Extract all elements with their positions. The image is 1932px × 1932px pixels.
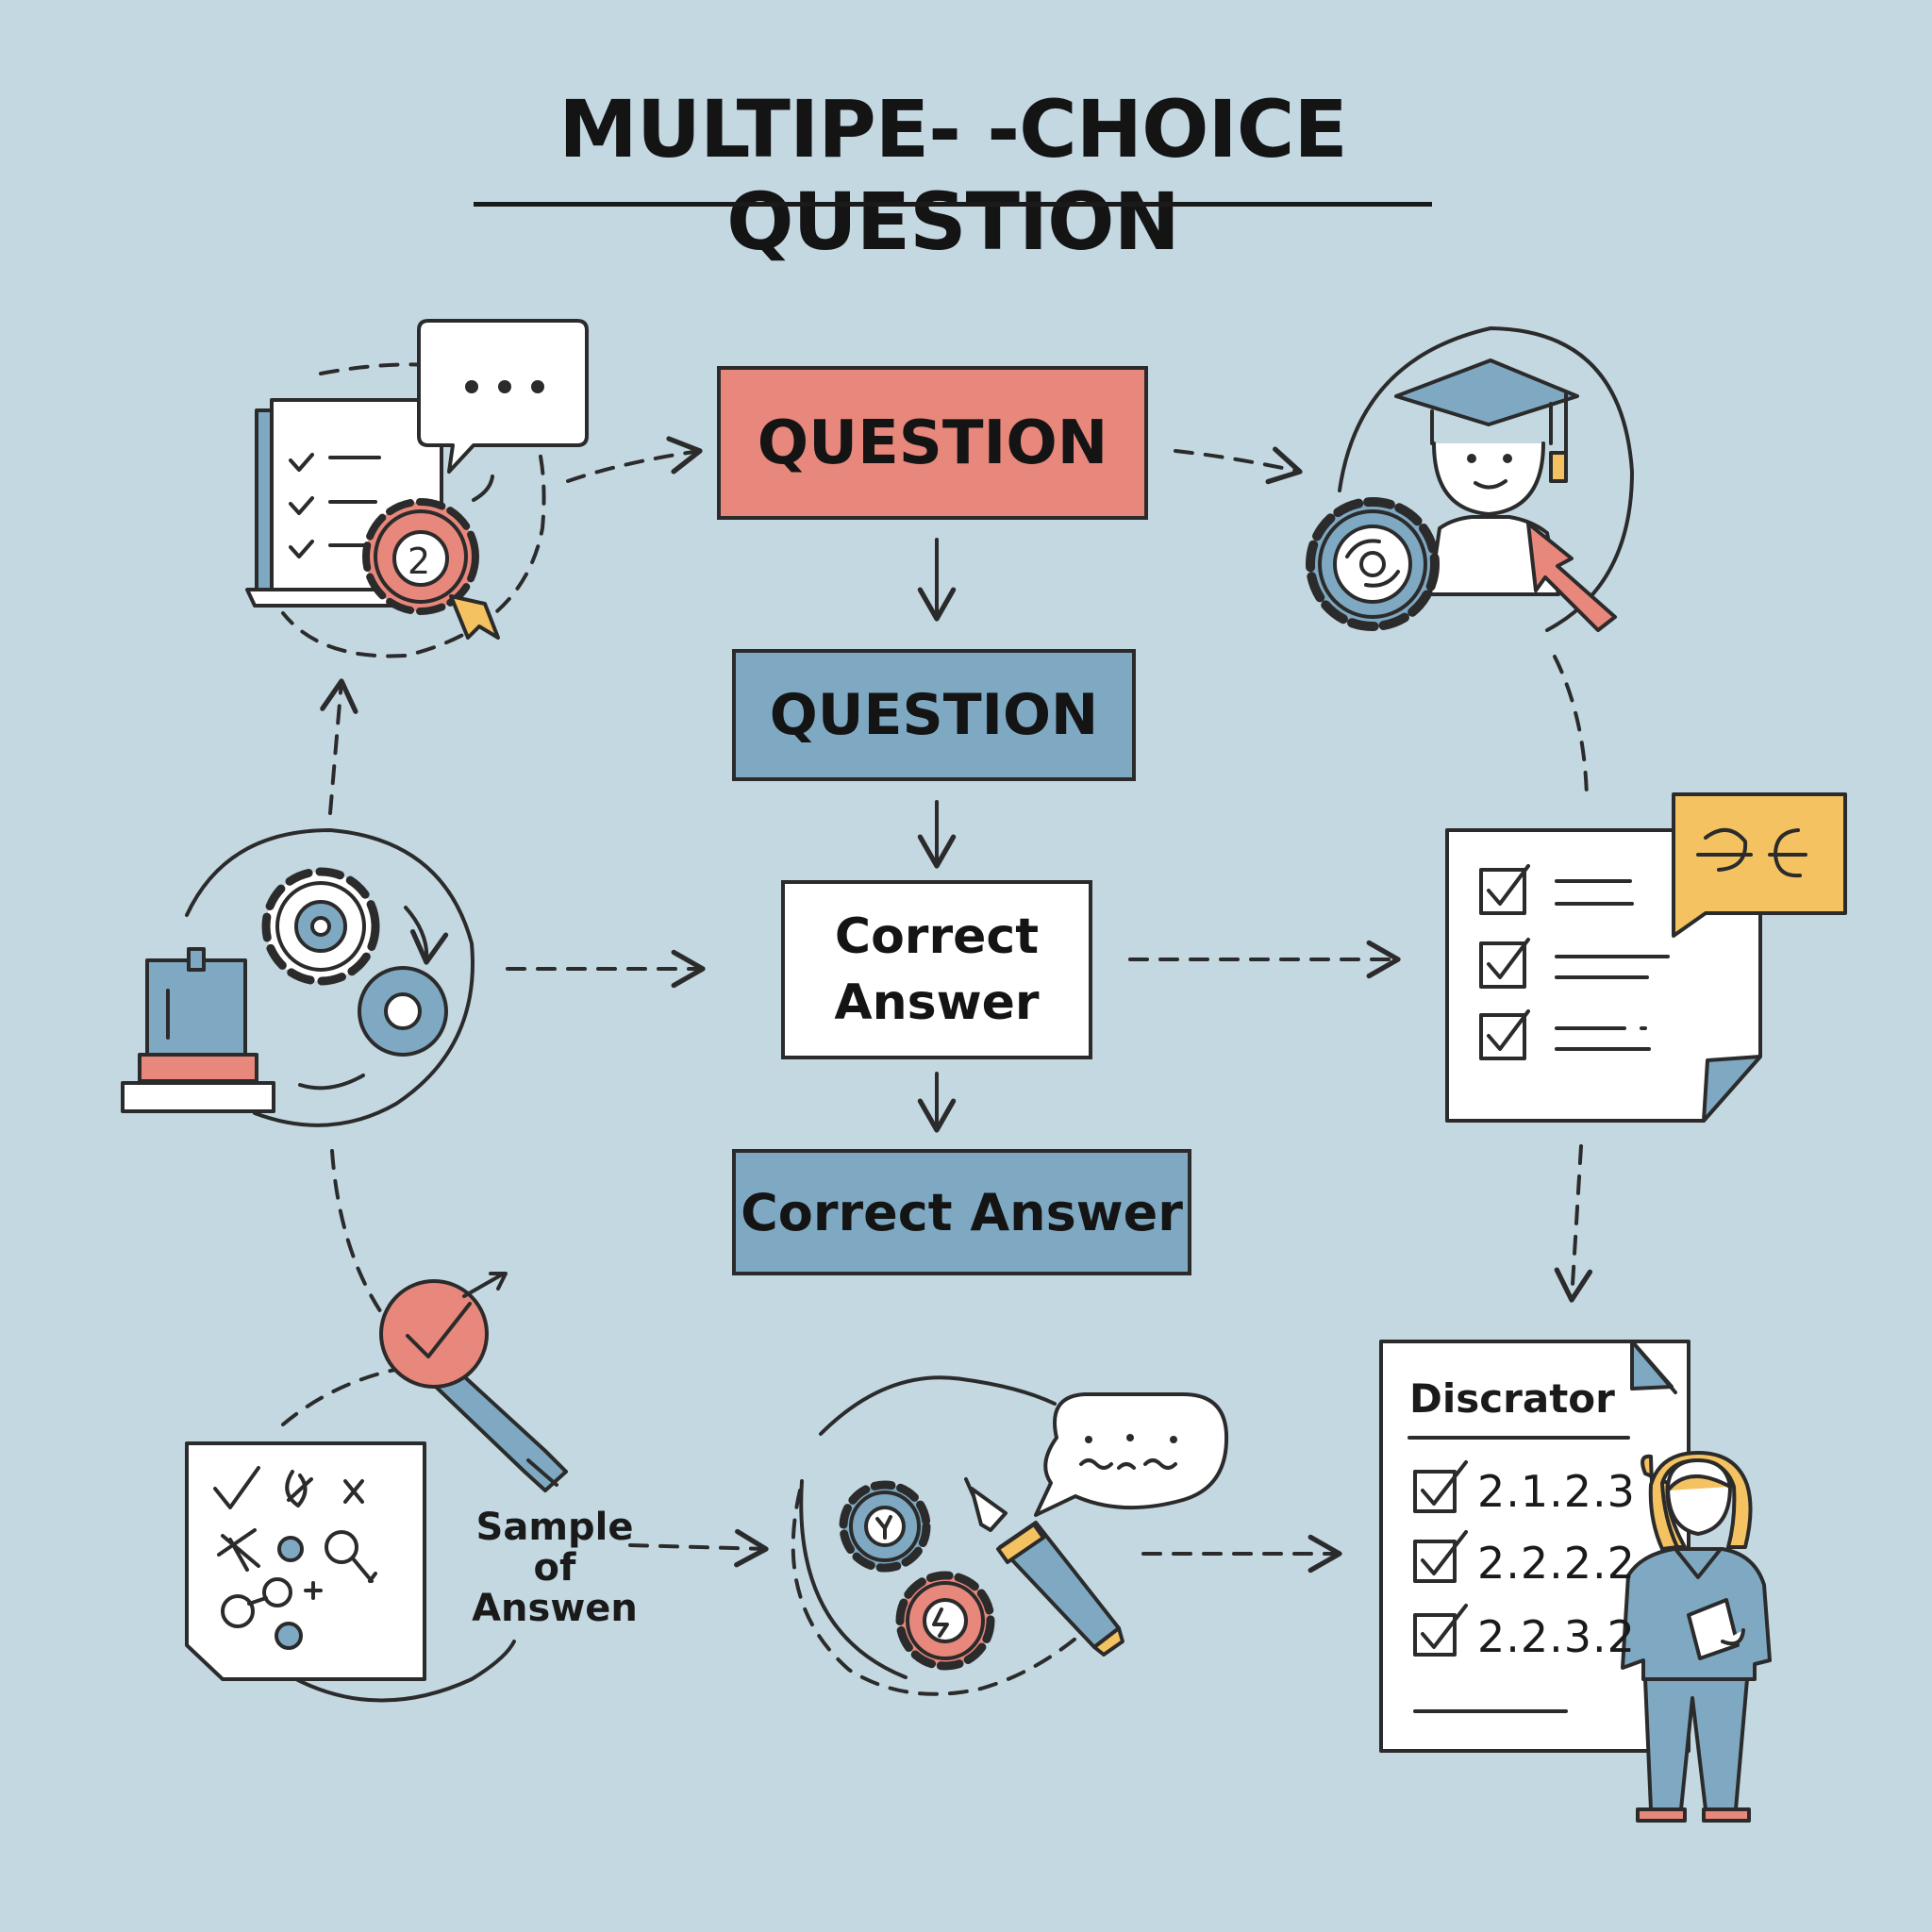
distractor-item: 2.1.2.3 [1477,1466,1636,1517]
arrow-question-to-graduate [1174,446,1303,485]
distractor-item: 2.2.2.2 [1477,1538,1636,1589]
distractor-document-icon [1379,1340,1690,1753]
speech-bubble-icon [1672,792,1847,938]
connector-arrows [320,436,1593,1574]
arrow-sample-to-gears [628,1528,769,1568]
title-underline [474,202,1432,207]
arrow-midleft-down [330,1149,389,1323]
check-badge-icon [379,1279,489,1389]
graduate-icon [1306,326,1634,632]
page-title: MULTIPE- -CHOICE QUESTION [558,83,1348,268]
arrow-graduate-down [1553,655,1589,800]
distractor-title: Discrator [1409,1375,1615,1422]
sketch-paper-icon [185,1272,568,1703]
question-box-primary: QUESTION [717,366,1148,520]
magnifier-handle-icon [434,1366,568,1492]
arrow-checklist-down [1554,1144,1593,1303]
question-box-secondary: QUESTION [732,649,1136,781]
correct-answer-box-final: Correct Answer [732,1149,1191,1275]
sample-of-answer-label: Sample of Answen [451,1507,658,1630]
checklist-document-icon [1445,792,1847,1123]
correct-answer-line-1: Correct [834,908,1040,965]
cursor-icon [1526,522,1617,632]
correct-answer-box: Correct Answer [781,880,1092,1059]
checklist-laptop-icon: 2 [245,319,589,658]
sample-label-line-1: Sample [475,1506,634,1549]
arrow-midleft-up [320,678,358,815]
clipboard-gears-icon [121,828,475,1127]
svg-text:2: 2 [408,541,430,582]
distractor-item: 2.2.3.2 [1477,1611,1636,1662]
arrow-topleft-to-question [566,436,703,483]
sample-label-line-2: of [533,1546,576,1591]
teacher-icon [1621,1451,1772,1823]
gears-pen-icon [791,1375,1229,1696]
correct-answer-line-2: Answer [834,974,1040,1031]
sample-label-line-3: Answen [472,1587,638,1631]
